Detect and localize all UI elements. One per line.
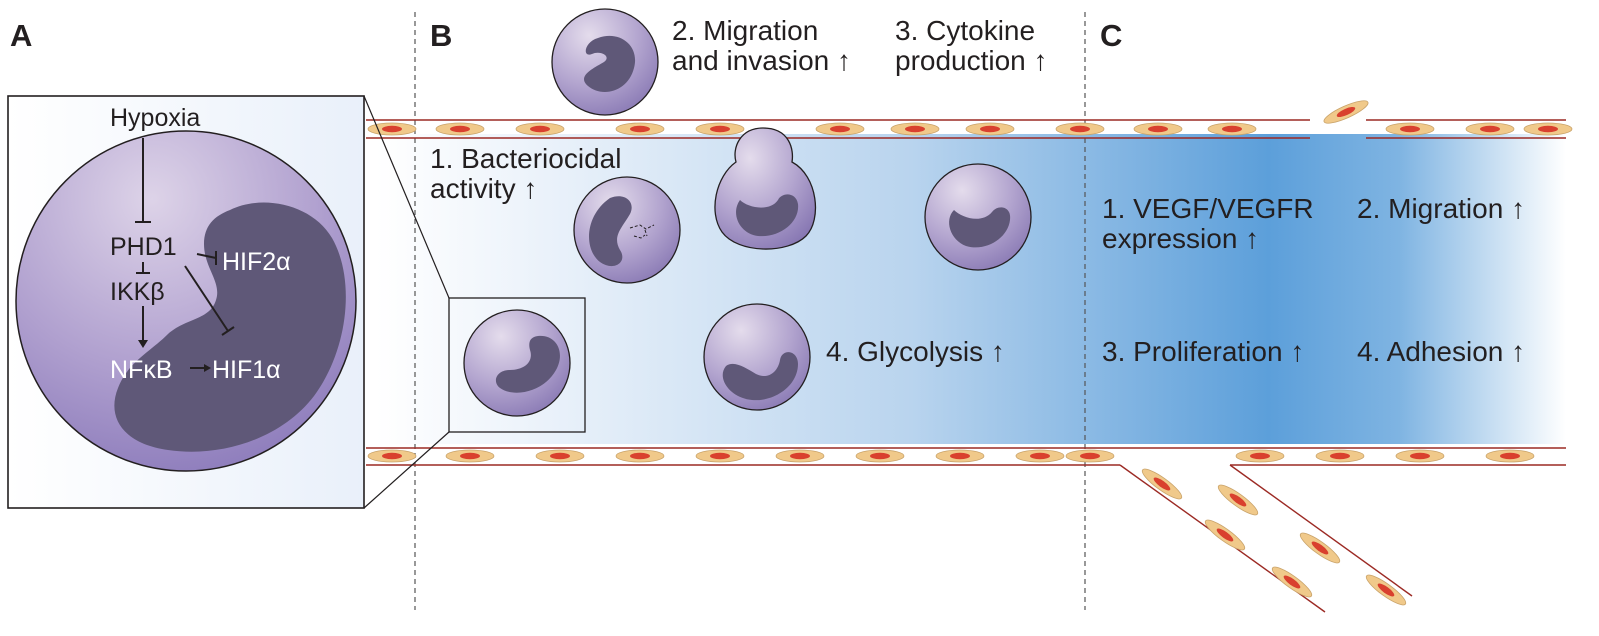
label-b-migration-2: and invasion ↑ xyxy=(672,45,851,76)
label-hif2a: HIF2α xyxy=(222,248,291,276)
label-phd1: PHD1 xyxy=(110,233,177,261)
label-ikkb: IKKβ xyxy=(110,278,165,306)
label-c-adhesion: 4. Adhesion ↑ xyxy=(1357,336,1525,367)
label-b-glycolysis: 4. Glycolysis ↑ xyxy=(826,336,1005,367)
vessel-top-endothelium xyxy=(367,96,1573,136)
zoom-line-bottom xyxy=(363,431,450,509)
vessel-bottom-endothelium xyxy=(367,449,1535,610)
label-c-vegf-1: 1. VEGF/VEGFR xyxy=(1102,193,1314,224)
nucleus xyxy=(949,207,1011,248)
nucleus xyxy=(584,35,636,92)
label-b-migration-1: 2. Migration xyxy=(672,15,818,46)
label-b-bacteriocidal-2: activity ↑ xyxy=(430,173,537,204)
label-hif1a: HIF1α xyxy=(212,356,281,384)
label-c-migration: 2. Migration ↑ xyxy=(1357,193,1525,224)
neutrophil-glycolysis xyxy=(703,303,811,411)
nucleus xyxy=(589,196,632,267)
label-nfkb: NFκB xyxy=(110,356,173,384)
label-hypoxia: Hypoxia xyxy=(110,104,200,132)
vessel-top-wall xyxy=(366,119,1566,139)
nucleus-large xyxy=(114,202,346,452)
neutrophil-highlighted xyxy=(448,297,586,433)
pathway-arrowheads xyxy=(138,340,211,372)
neutrophil-bacteriocidal xyxy=(573,176,681,284)
neutrophil-large xyxy=(15,130,357,472)
nucleus xyxy=(736,194,799,237)
label-b-cytokine-2: production ↑ xyxy=(895,45,1048,76)
neutrophil-migrating xyxy=(551,8,659,116)
neutrophil-cytokine xyxy=(924,163,1032,271)
bacteria-icon xyxy=(629,224,655,239)
pathway-arrows xyxy=(135,138,235,369)
highlight-box xyxy=(448,297,586,433)
label-b-cytokine-1: 3. Cytokine xyxy=(895,15,1035,46)
nucleus xyxy=(722,352,798,401)
label-c-proliferation: 3. Proliferation ↑ xyxy=(1102,336,1304,367)
label-c-vegf-2: expression ↑ xyxy=(1102,223,1259,254)
zoom-line-top xyxy=(363,95,450,299)
nucleus xyxy=(495,335,560,393)
panel-label-c: C xyxy=(1100,18,1122,53)
label-b-bacteriocidal-1: 1. Bacteriocidal xyxy=(430,143,621,174)
panel-label-b: B xyxy=(430,18,452,53)
neutrophil-extravasating xyxy=(714,127,817,250)
panel-label-a: A xyxy=(10,18,32,53)
